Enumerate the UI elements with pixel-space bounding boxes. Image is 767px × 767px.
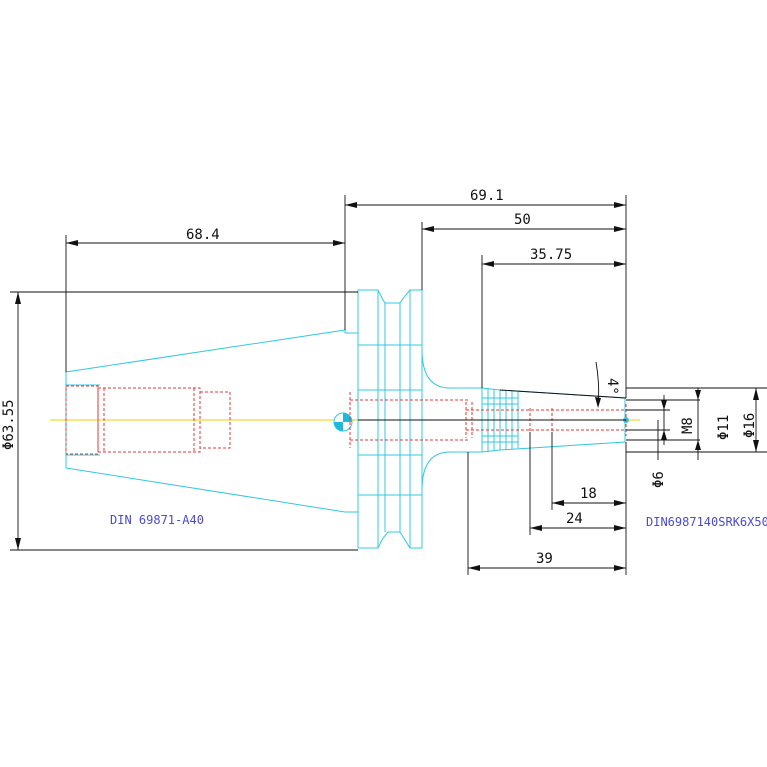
taper-shank-outline <box>65 289 423 549</box>
dim-39: 39 <box>536 551 553 567</box>
label-left-standard: DIN 69871-A40 <box>110 513 204 527</box>
label-right-standard: DIN6987140SRK6X50 <box>646 515 767 529</box>
dim-18: 18 <box>580 486 597 502</box>
dim-phi-63-55: Φ63.55 <box>1 399 17 450</box>
dim-35-75: 35.75 <box>530 247 572 263</box>
drive-ball-marker <box>333 412 353 432</box>
hidden-bore-lines <box>65 385 627 455</box>
dimension-lines <box>10 195 767 575</box>
dim-phi-16: Φ16 <box>742 413 758 438</box>
dim-angle: 4° <box>604 378 620 395</box>
dim-phi-6: Φ6 <box>651 471 667 488</box>
dim-69-1: 69.1 <box>470 188 504 204</box>
dim-phi-11: Φ11 <box>716 415 732 440</box>
dim-50: 50 <box>514 212 531 228</box>
dim-68-4: 68.4 <box>186 227 220 243</box>
dim-24: 24 <box>566 511 583 527</box>
dim-m8: M8 <box>680 417 696 434</box>
